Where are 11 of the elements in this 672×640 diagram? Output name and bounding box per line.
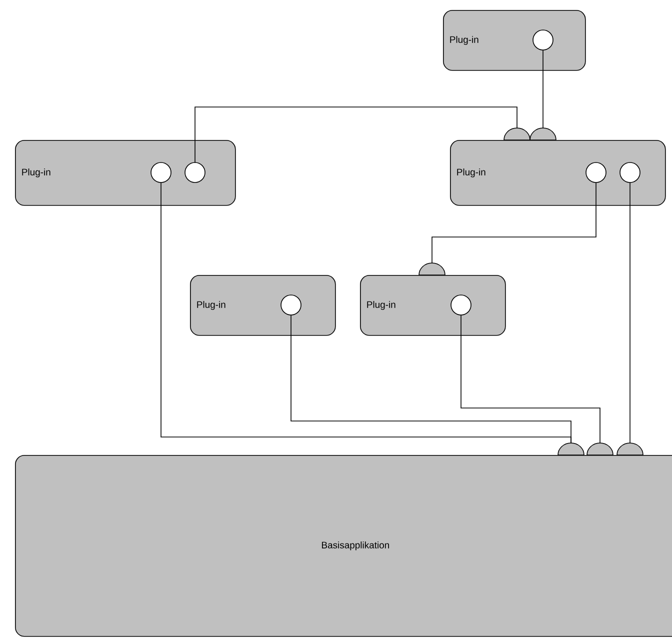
connector-line xyxy=(432,182,596,264)
connector-line xyxy=(290,314,572,444)
plug-in-box: Basisapplikation xyxy=(15,455,672,637)
connector-line xyxy=(460,314,600,444)
connector-line xyxy=(194,106,518,163)
plug-in-box: Plug-in xyxy=(360,275,506,336)
plug-in-box: Plug-in xyxy=(450,140,666,206)
plug-in-box: Plug-in xyxy=(443,10,586,71)
connector-line xyxy=(542,50,544,128)
plug-in-box: Plug-in xyxy=(15,140,236,206)
plug-in-box: Plug-in xyxy=(190,275,336,336)
